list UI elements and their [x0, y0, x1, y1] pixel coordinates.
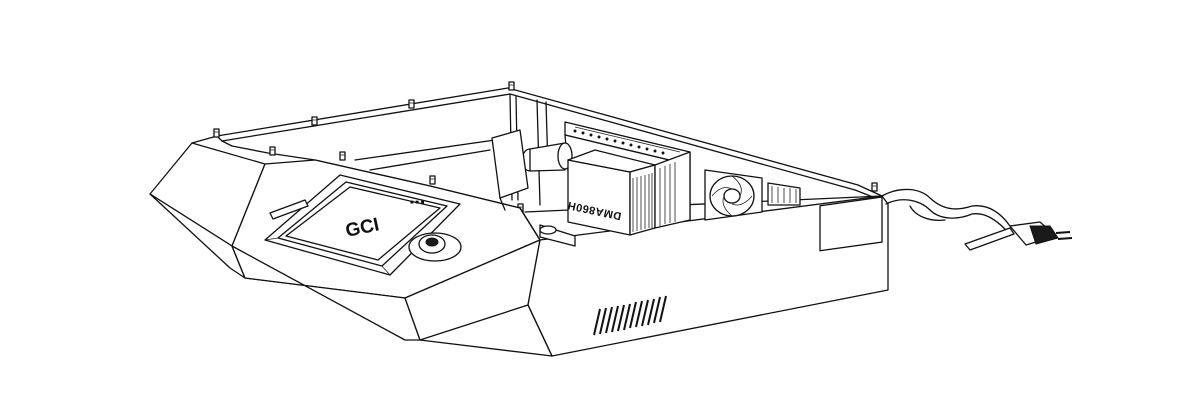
electronics-bay: DMA860H — [491, 121, 801, 247]
cooling-fan — [704, 169, 763, 221]
screw — [213, 128, 220, 138]
stepper-driver-2 — [654, 151, 691, 229]
power-cable — [881, 188, 1073, 251]
control-knob — [408, 232, 462, 262]
screw — [508, 81, 515, 91]
screw — [339, 151, 346, 161]
side-slot — [269, 199, 309, 220]
screw — [408, 99, 415, 109]
screw — [871, 182, 878, 192]
terminal-strip — [573, 129, 665, 155]
spindle-cylinder — [521, 142, 573, 172]
screw — [429, 175, 436, 185]
stepper-driver: DMA860H — [566, 149, 656, 236]
label-plate — [819, 196, 883, 252]
terminal-blocks — [767, 182, 801, 206]
screw — [269, 146, 276, 156]
screen-indicator: ■ ■ ■ — [410, 200, 425, 206]
vent-grille — [593, 295, 667, 336]
screw — [311, 116, 318, 126]
